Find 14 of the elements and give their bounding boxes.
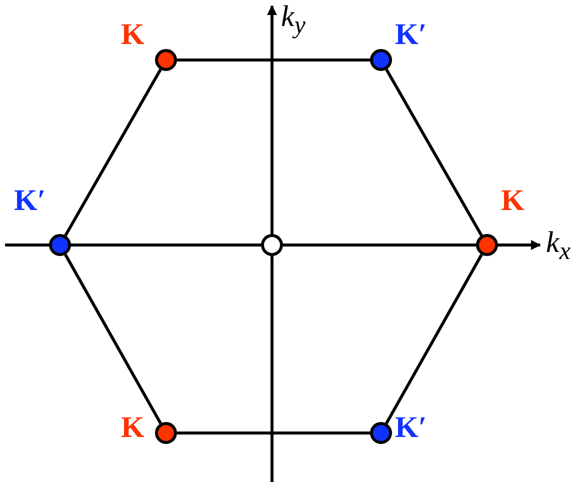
point-label: K (121, 413, 144, 443)
hexagon-edge (64, 254, 162, 424)
hexagon-edge (177, 58, 370, 62)
point-label: K (121, 20, 144, 50)
hexagon-edge (64, 68, 162, 236)
axis-label: k$_{x}$ (546, 228, 570, 267)
hexagon-edge (385, 68, 483, 236)
point-label: K′ (395, 20, 427, 50)
point-label: K′ (395, 413, 427, 443)
hexagon-edge (177, 432, 370, 434)
point-label: K (501, 186, 524, 216)
point-label: K′ (14, 186, 46, 216)
axis-label: k$_{y}$ (281, 2, 306, 41)
hexagon-edge (385, 254, 483, 424)
